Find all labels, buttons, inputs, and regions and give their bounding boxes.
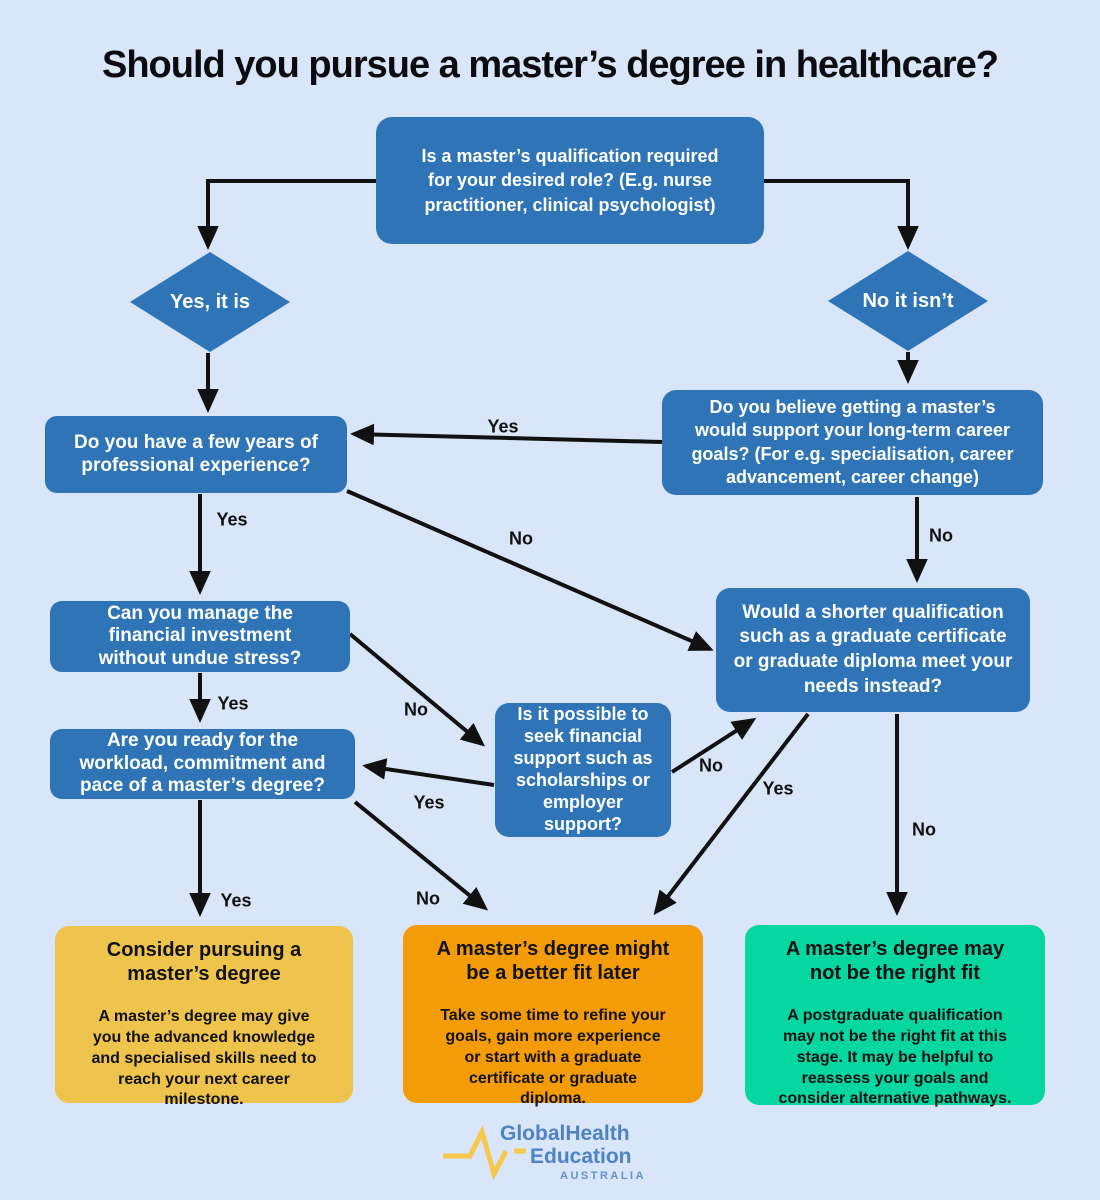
edge-label-financial-to-ready: Yes xyxy=(217,693,249,714)
connector-shorter-to-later xyxy=(653,712,810,916)
globalhealth-education-logo: GlobalHealth Education AUSTRALIA xyxy=(440,1118,680,1193)
outcome-notfit-title: A master’s degree may not be the right f… xyxy=(785,938,1005,984)
node-experience-question: Do you have a few years of professional … xyxy=(45,416,347,493)
outcome-notfit-body: A postgraduate qualification may not be … xyxy=(778,1007,1012,1108)
outcome-pursue-title: Consider pursuing a master’s degree xyxy=(106,939,302,985)
outcome-not-right-fit: A master’s degree may not be the right f… xyxy=(745,925,1045,1107)
edge-label-shorter-to-later: Yes xyxy=(762,778,794,799)
outcome-later-body: Take some time to refine your goals, gai… xyxy=(440,1007,666,1108)
outcome-pursue-body: A master’s degree may give you the advan… xyxy=(91,1008,317,1109)
node-ready-question: Are you ready for the workload, commitme… xyxy=(50,729,355,799)
edge-label-financial-to-support: No xyxy=(404,699,428,720)
outcome-better-fit-later: A master’s degree might be a better fit … xyxy=(403,925,703,1107)
logo-brand-bottom: Education xyxy=(530,1145,632,1168)
connector-support-to-shorter xyxy=(670,717,757,774)
page-title: Should you pursue a master’s degree in h… xyxy=(101,44,999,86)
node-start-question: Is a master’s qualification required for… xyxy=(376,117,764,244)
node-believe-question: Do you believe getting a master’s would … xyxy=(662,390,1043,495)
node-financial-support-question: Is it possible to seek financial support… xyxy=(495,703,671,837)
connector-experience-to-shorter xyxy=(346,489,714,651)
connector-ready-to-later xyxy=(353,800,489,911)
edge-label-experience-to-financial: Yes xyxy=(216,509,248,530)
pulse-icon xyxy=(443,1125,526,1181)
logo-brand-top: GlobalHealth xyxy=(500,1122,630,1145)
edge-label-experience-to-shorter: No xyxy=(509,528,533,549)
logo-region: AUSTRALIA xyxy=(560,1170,647,1182)
outcome-pursue-masters: Consider pursuing a master’s degree A ma… xyxy=(55,926,353,1108)
connector-believe-to-experience xyxy=(350,423,663,446)
edge-label-believe-to-experience: Yes xyxy=(487,416,519,437)
connector-start-to-yes-diamond xyxy=(197,179,376,250)
edge-label-support-to-ready: Yes xyxy=(413,792,445,813)
edge-label-shorter-to-notfit: No xyxy=(912,819,936,840)
connector-start-to-no-diamond xyxy=(764,179,919,250)
connector-support-to-ready xyxy=(362,758,495,787)
edge-label-ready-to-pursue: Yes xyxy=(220,890,252,911)
edge-label-ready-to-later: No xyxy=(416,888,440,909)
outcome-later-title: A master’s degree might be a better fit … xyxy=(436,938,670,984)
edge-label-believe-to-shorter: No xyxy=(929,525,953,546)
edge-label-support-to-shorter: No xyxy=(699,755,723,776)
node-shorter-qualification-question: Would a shorter qualification such as a … xyxy=(716,588,1030,712)
node-financial-question: Can you manage the financial investment … xyxy=(50,601,350,672)
connector-financial-to-support xyxy=(348,632,486,747)
